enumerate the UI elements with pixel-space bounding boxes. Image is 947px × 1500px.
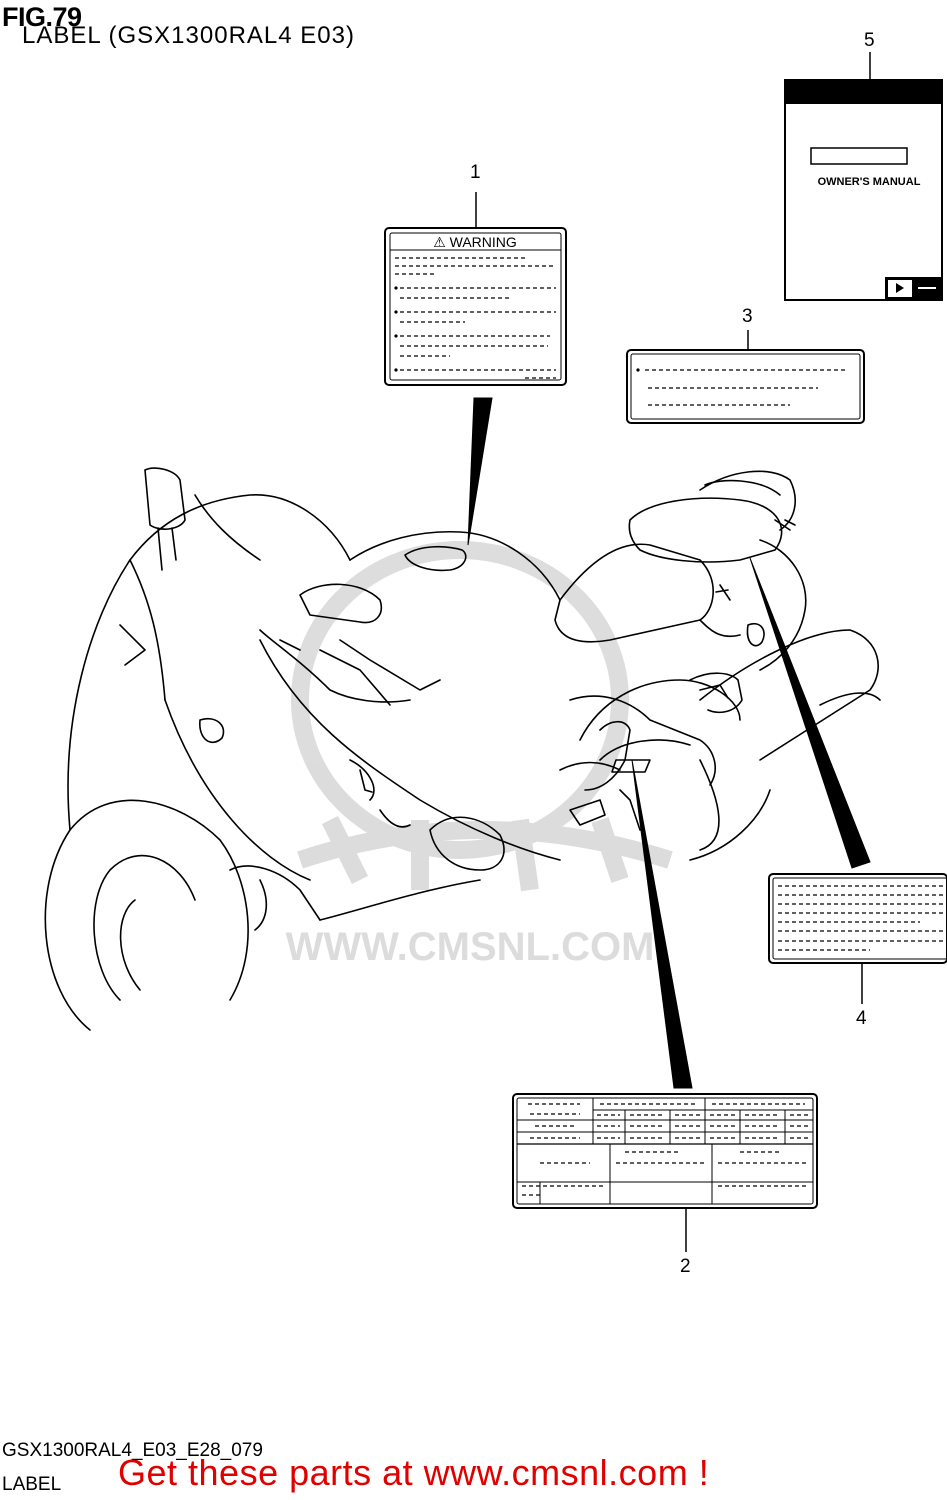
leader-lines xyxy=(467,52,871,1252)
warning-label xyxy=(384,227,567,386)
leader-wedge-2 xyxy=(631,759,693,1089)
figure-number: FIG.79 xyxy=(2,2,82,32)
section-label: LABEL xyxy=(2,1474,62,1495)
label-2 xyxy=(512,1093,818,1209)
diagram-title: LABEL (GSX1300RAL4 E03) xyxy=(22,22,355,49)
warning-label-heading: ⚠ WARNING xyxy=(433,234,517,250)
callout-3: 3 xyxy=(742,306,753,327)
callout-1: 1 xyxy=(470,162,481,183)
leader-wedge-1 xyxy=(467,397,493,546)
watermark-text: WWW.CMSNL.COM xyxy=(286,925,655,969)
label-3 xyxy=(626,349,865,424)
reference-code: GSX1300RAL4_E03_E28_079 xyxy=(2,1440,263,1461)
callout-2: 2 xyxy=(680,1256,691,1277)
callout-5: 5 xyxy=(864,30,875,51)
label-4 xyxy=(768,873,947,964)
promo-link[interactable]: Get these parts at www.cmsnl.com ! xyxy=(118,1452,710,1493)
motorcycle-drawing xyxy=(44,467,881,1031)
watermark-logo xyxy=(291,541,673,892)
callout-4: 4 xyxy=(856,1008,867,1029)
owners-manual xyxy=(784,79,943,301)
leader-wedge-4 xyxy=(749,557,871,869)
owners-manual-title: OWNER'S MANUAL xyxy=(818,176,921,188)
